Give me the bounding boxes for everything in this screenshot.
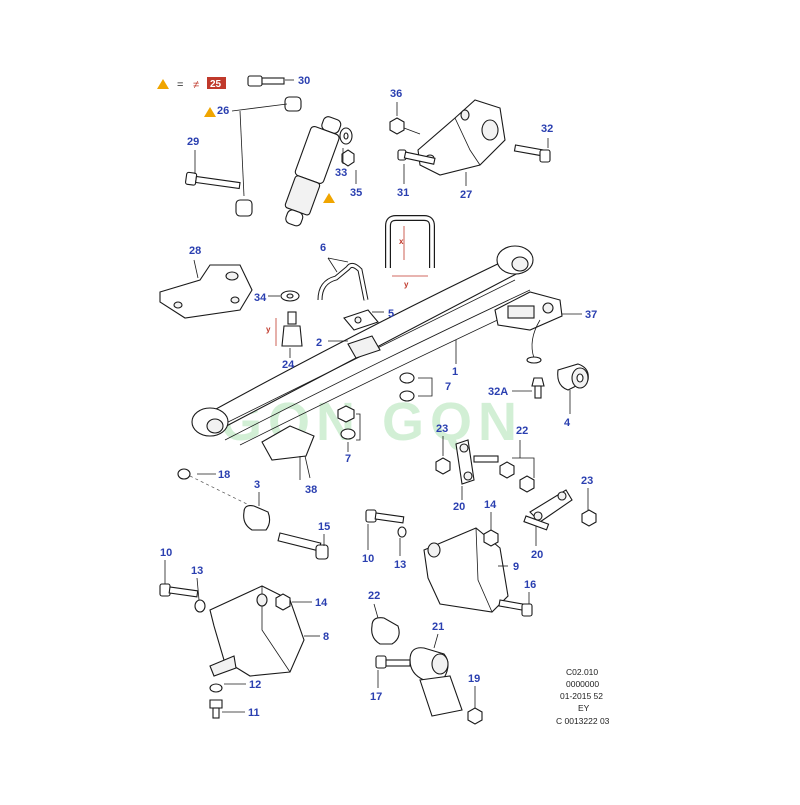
callout-11: 11: [248, 707, 260, 719]
callout-36: 36: [390, 88, 402, 100]
info-line-1: C02.010: [566, 667, 598, 677]
callout-10b: 10: [362, 553, 374, 565]
callout-23a: 23: [436, 423, 448, 435]
nuts-7-upper: [399, 372, 433, 402]
callout-9: 9: [513, 561, 519, 573]
nut-35: [341, 149, 355, 167]
bracket-27: [389, 99, 551, 176]
callout-14a: 14: [484, 499, 497, 511]
warning-icon: [157, 79, 169, 89]
callout-22b: 22: [368, 590, 380, 602]
dimension-y-ubolt: y: [404, 280, 409, 289]
shock-absorber: [284, 116, 342, 227]
bracket-28: [159, 259, 253, 319]
callout-17: 17: [370, 691, 382, 703]
bushing-26-lower: [235, 199, 253, 217]
u-bolt-6: [317, 215, 435, 301]
callout-24: 24: [282, 359, 295, 371]
callout-26: 26: [217, 105, 229, 117]
torque-badge: [207, 77, 226, 89]
legend: = ≠ 25: [157, 77, 226, 91]
callout-3: 3: [254, 479, 260, 491]
spacer-2: [347, 335, 381, 359]
dimension-y-bumper: y: [266, 325, 271, 334]
bracket-8: [159, 583, 305, 719]
leaf-spring-1: [191, 245, 541, 446]
callout-19: 19: [468, 673, 480, 685]
pad-38: [261, 425, 315, 461]
callout-35: 35: [350, 187, 362, 199]
callout-30: 30: [298, 75, 310, 87]
bolt-29: [185, 171, 241, 190]
dimension-x: x: [399, 237, 404, 246]
callout-27: 27: [460, 189, 472, 201]
nuts-7-lower: [337, 405, 361, 441]
info-line-5: C 0013222 03: [556, 716, 610, 726]
callout-13a: 13: [191, 565, 203, 577]
callout-4: 4: [564, 417, 571, 429]
callout-18: 18: [218, 469, 230, 481]
callout-16: 16: [524, 579, 536, 591]
callout-1: 1: [452, 366, 458, 378]
callout-20a: 20: [453, 501, 465, 513]
info-line-3: 01-2015 52: [560, 691, 603, 701]
shackle-21: [375, 647, 483, 725]
callout-6: 6: [320, 242, 326, 254]
callout-7a: 7: [445, 381, 451, 393]
callout-33: 33: [335, 167, 347, 179]
callout-23b: 23: [581, 475, 593, 487]
shackle-20-lower: [523, 489, 597, 531]
callout-14b: 14: [315, 597, 328, 609]
callout-32: 32: [541, 123, 553, 135]
bushing-4: [557, 363, 589, 391]
callout-34: 34: [254, 292, 267, 304]
callout-13b: 13: [394, 559, 406, 571]
torque-value: 25: [210, 79, 222, 90]
shackle-20-upper: [435, 439, 535, 493]
info-line-4: EY: [578, 703, 590, 713]
bolt-30: [247, 75, 285, 87]
bolt-15: [277, 532, 329, 560]
callout-12: 12: [249, 679, 261, 691]
bushing-3: [243, 505, 271, 531]
legend-equals: =: [177, 79, 183, 91]
callout-22a: 22: [516, 425, 528, 437]
callout-20b: 20: [531, 549, 543, 561]
warning-icon-shock: [323, 193, 335, 203]
callout-8: 8: [323, 631, 329, 643]
callouts: 30 26 29 33 35 36 32 31 27 28 6 34 5 2 2…: [160, 75, 597, 719]
info-line-2: 0000000: [566, 679, 599, 689]
callout-15: 15: [318, 521, 330, 533]
callout-32a: 32A: [488, 386, 508, 398]
nut-18: [177, 468, 191, 480]
callout-21: 21: [432, 621, 444, 633]
callout-5: 5: [388, 308, 394, 320]
callout-2: 2: [316, 337, 322, 349]
callout-leaders: [164, 102, 589, 713]
bump-rubber-24: [275, 311, 303, 347]
callout-7b: 7: [345, 453, 351, 465]
callout-31: 31: [397, 187, 409, 199]
bolt-32a: [531, 377, 545, 399]
callout-28: 28: [189, 245, 201, 257]
bushing-26-upper: [284, 96, 302, 112]
bushing-22-lower: [371, 617, 400, 645]
callout-37: 37: [585, 309, 597, 321]
callout-10a: 10: [160, 547, 172, 559]
callout-38: 38: [305, 484, 317, 496]
torque-symbol: ≠: [193, 79, 199, 91]
bump-stop-37: [494, 291, 582, 364]
shock-absorber-group: [185, 75, 355, 227]
info-block: C02.010 0000000 01-2015 52 EY C 0013222 …: [556, 667, 610, 726]
warning-icon-26: [204, 107, 216, 117]
bracket-9: [365, 509, 533, 617]
callout-29: 29: [187, 136, 199, 148]
